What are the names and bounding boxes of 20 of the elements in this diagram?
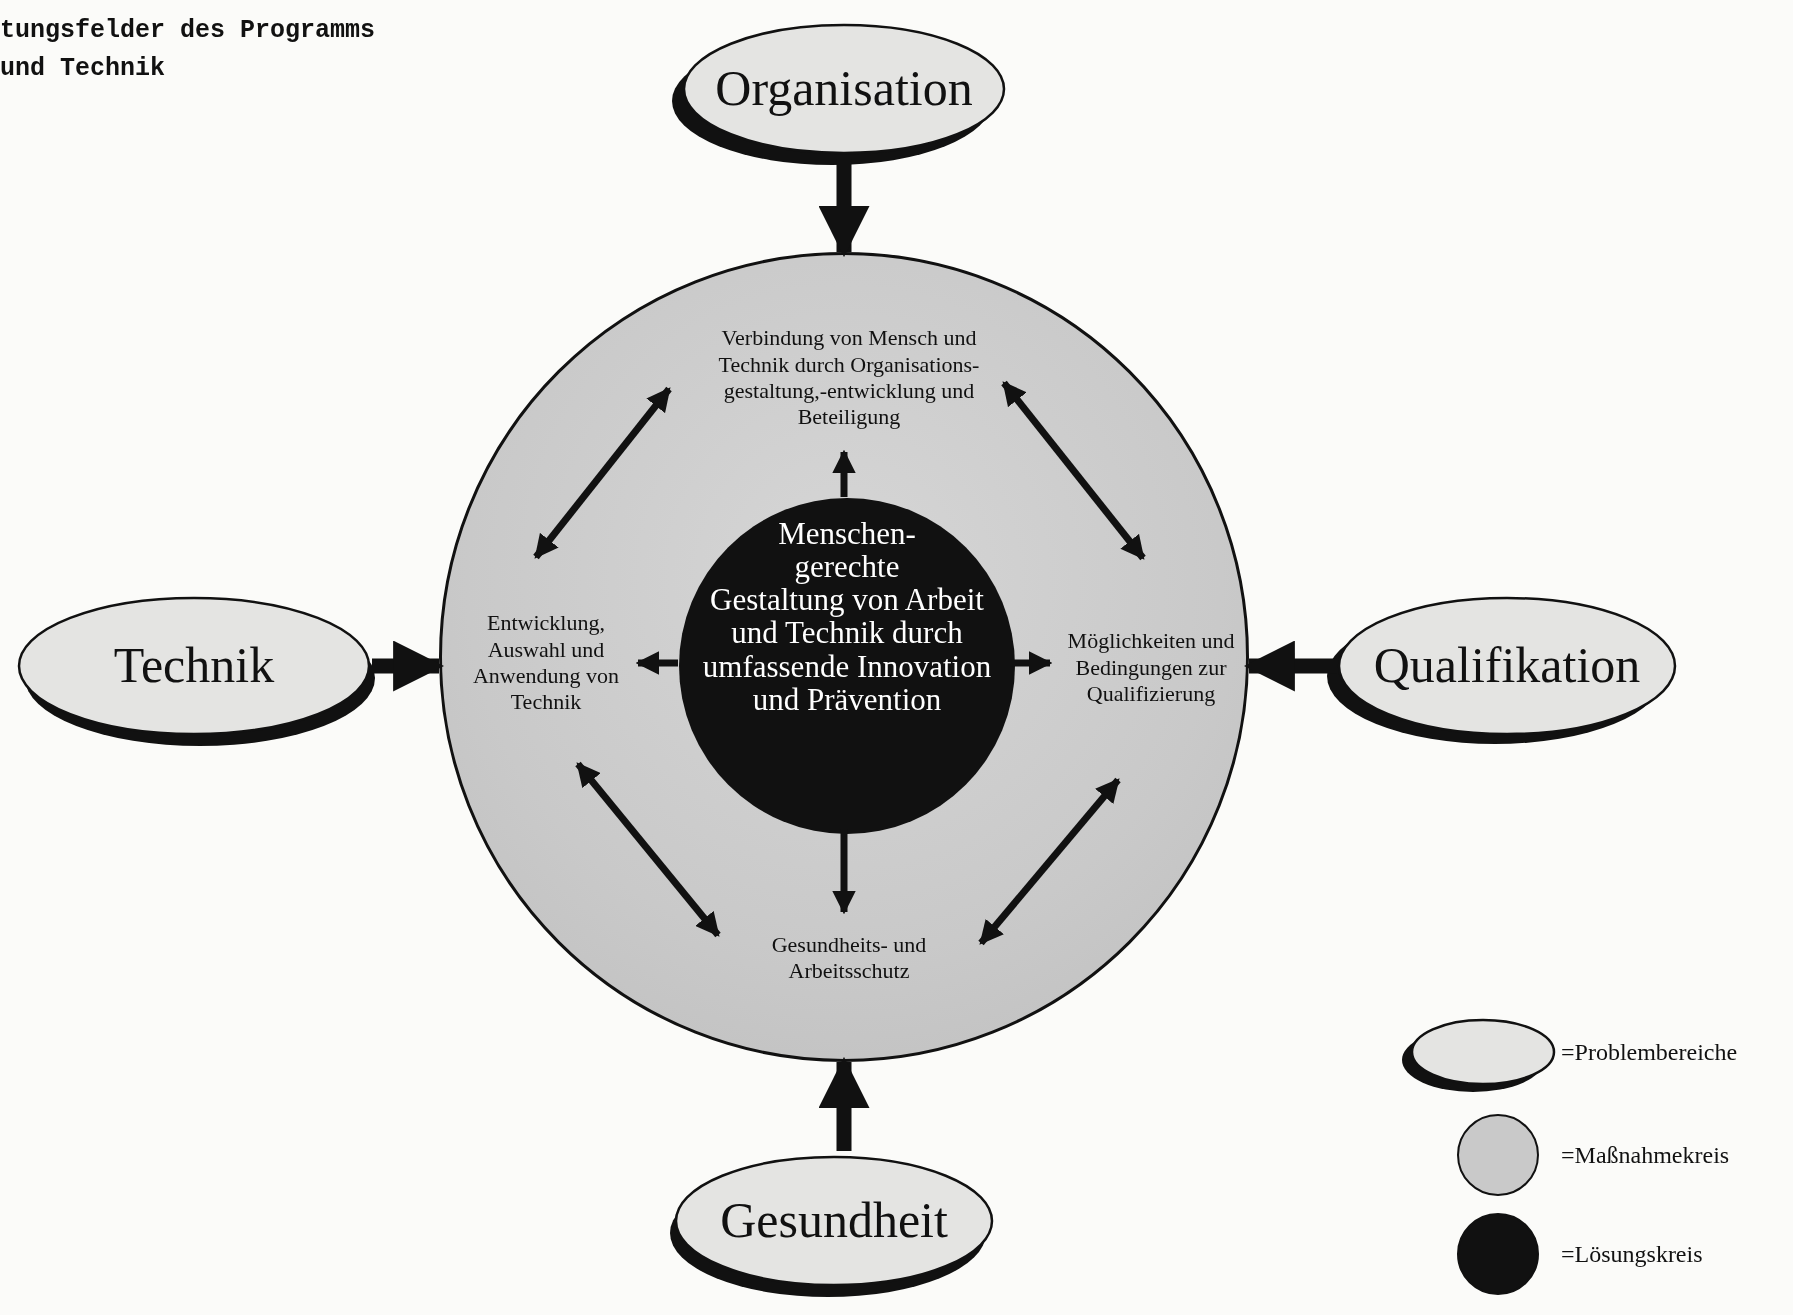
arrow bbox=[818, 1056, 870, 1151]
arrow bbox=[832, 449, 856, 497]
field-label: Entwicklung, Auswahl und Anwendung von Technik bbox=[471, 610, 620, 716]
legend-label: =Lösungskreis bbox=[1561, 1240, 1703, 1269]
arrow bbox=[372, 640, 445, 692]
area-label: Gesundheit bbox=[720, 1195, 948, 1245]
field-label: Möglichkeiten und Bedingungen zur Qualifizierung bbox=[1066, 628, 1236, 708]
figure-title: tungsfelder des Programms und Technik bbox=[0, 15, 377, 85]
field-label: Gesundheits- und Arbeitsschutz bbox=[770, 931, 928, 985]
area-label: Technik bbox=[113, 640, 275, 690]
field-label: Verbindung von Mensch und Technik durch Organisations- gestaltung,-entwicklung und Beteiligung bbox=[717, 325, 981, 431]
arrow bbox=[575, 761, 721, 938]
arrow bbox=[533, 386, 672, 560]
legend-label: =Problembereiche bbox=[1561, 1038, 1738, 1067]
center-label: Menschen- gerechte Gestaltung von Arbeit und Technik durch umfassende Innovation und Prävention bbox=[702, 516, 992, 717]
arrow bbox=[978, 777, 1121, 946]
area-label: Qualifikation bbox=[1373, 640, 1641, 690]
arrow bbox=[635, 651, 678, 675]
arrow bbox=[1001, 380, 1146, 561]
legend-label: =Maßnahmekreis bbox=[1561, 1141, 1730, 1170]
